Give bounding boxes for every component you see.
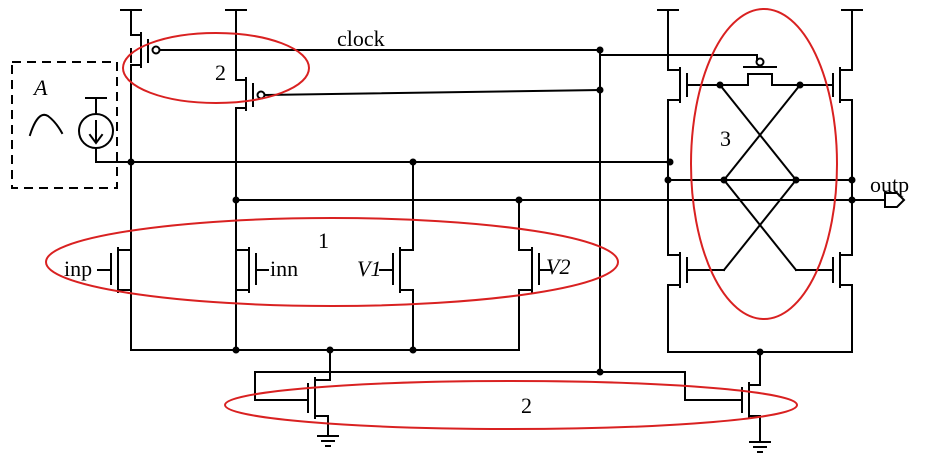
- clock-net: [596, 46, 758, 373]
- block-a-boundary: [11, 61, 118, 189]
- region-2-bottom-label: 2: [521, 393, 532, 418]
- region-1-highlight: [45, 217, 619, 307]
- tail-bus: [130, 346, 520, 381]
- clock-label: clock: [337, 26, 385, 51]
- inn-label: inn: [270, 256, 298, 281]
- nmos-inn: [235, 247, 269, 351]
- region-1-label: 1: [318, 228, 329, 253]
- v1-label: V1: [357, 256, 381, 281]
- latch: [657, 9, 863, 356]
- clock-pmos-pair: [120, 9, 602, 291]
- region-3-label: 3: [720, 126, 731, 151]
- output-port: [851, 192, 906, 208]
- pulse-waveform-icon: [28, 113, 64, 137]
- tail-nmos-left: [254, 371, 686, 447]
- tail-nmos-right: [684, 351, 771, 453]
- inp-label: inp: [64, 256, 92, 281]
- block-a-label: A: [32, 75, 48, 100]
- bus-wires: [95, 107, 856, 291]
- region-2-top-highlight: [122, 32, 310, 104]
- nmos-inp: [97, 247, 132, 351]
- nmos-v2: [518, 199, 552, 351]
- nmos-v1: [379, 161, 414, 351]
- block-a: A: [11, 61, 118, 189]
- outp-label: outp: [870, 172, 909, 197]
- region-3-highlight: [690, 8, 838, 320]
- v2-label: V2: [546, 254, 570, 279]
- region-2-top-label: 2: [215, 60, 226, 85]
- region-2-bottom-highlight: [224, 380, 798, 430]
